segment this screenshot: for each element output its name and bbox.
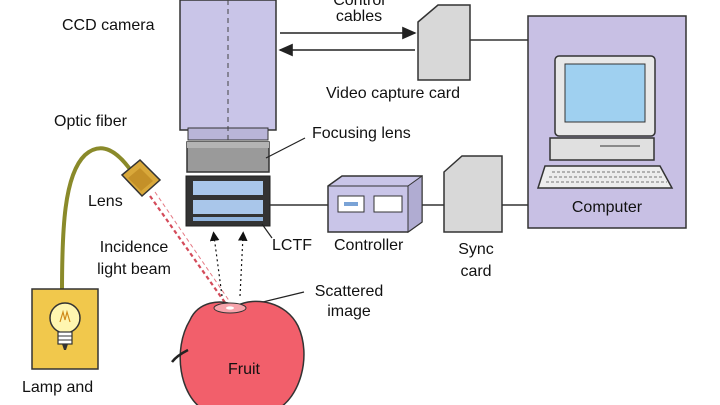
incidence-light-beam-edge <box>154 191 231 303</box>
focusing-lens <box>186 141 270 173</box>
ccd-camera-label: CCD camera <box>62 17 155 34</box>
fruit-sample <box>171 300 305 405</box>
sync-card-label-line2: card <box>460 263 492 280</box>
fruit-label: Fruit <box>228 361 260 378</box>
scattered-ray-right <box>237 231 248 297</box>
sync-card <box>443 155 528 233</box>
incidence-light-beam <box>149 195 227 305</box>
video-capture-card <box>417 4 528 81</box>
controller <box>327 175 444 233</box>
video-capture-card-label: Video capture card <box>326 85 461 102</box>
focusing-lens-leader <box>265 137 306 159</box>
sync-card-label-line1: Sync <box>458 241 494 258</box>
ccd-camera <box>179 0 277 160</box>
focusing-lens-label: Focusing lens <box>312 125 411 142</box>
scattered-ray-left <box>209 231 223 297</box>
incidence-label-line2: light beam <box>97 261 171 278</box>
lens-label: Lens <box>88 193 123 210</box>
controller-label: Controller <box>334 237 404 254</box>
scattered-image-label-line2: image <box>327 303 371 320</box>
optic-fiber-label: Optic fiber <box>54 113 127 130</box>
optic-fiber-cable <box>60 146 134 293</box>
lamp-box <box>31 288 99 370</box>
lctf-filter <box>185 175 271 227</box>
control-cables-label-top: Control <box>333 0 385 9</box>
scattered-image-label-line1: Scattered <box>314 283 384 300</box>
lctf-label: LCTF <box>272 237 312 254</box>
lctf-leader <box>261 223 273 239</box>
incidence-label-line1: Incidence <box>99 239 169 256</box>
control-cables-label-bottom: cables <box>335 8 383 25</box>
lamp-label: Lamp and <box>22 379 94 396</box>
fiber-lens <box>120 158 162 198</box>
light-bulb-icon <box>49 302 81 350</box>
computer-label: Computer <box>571 199 643 216</box>
computer <box>527 15 687 229</box>
